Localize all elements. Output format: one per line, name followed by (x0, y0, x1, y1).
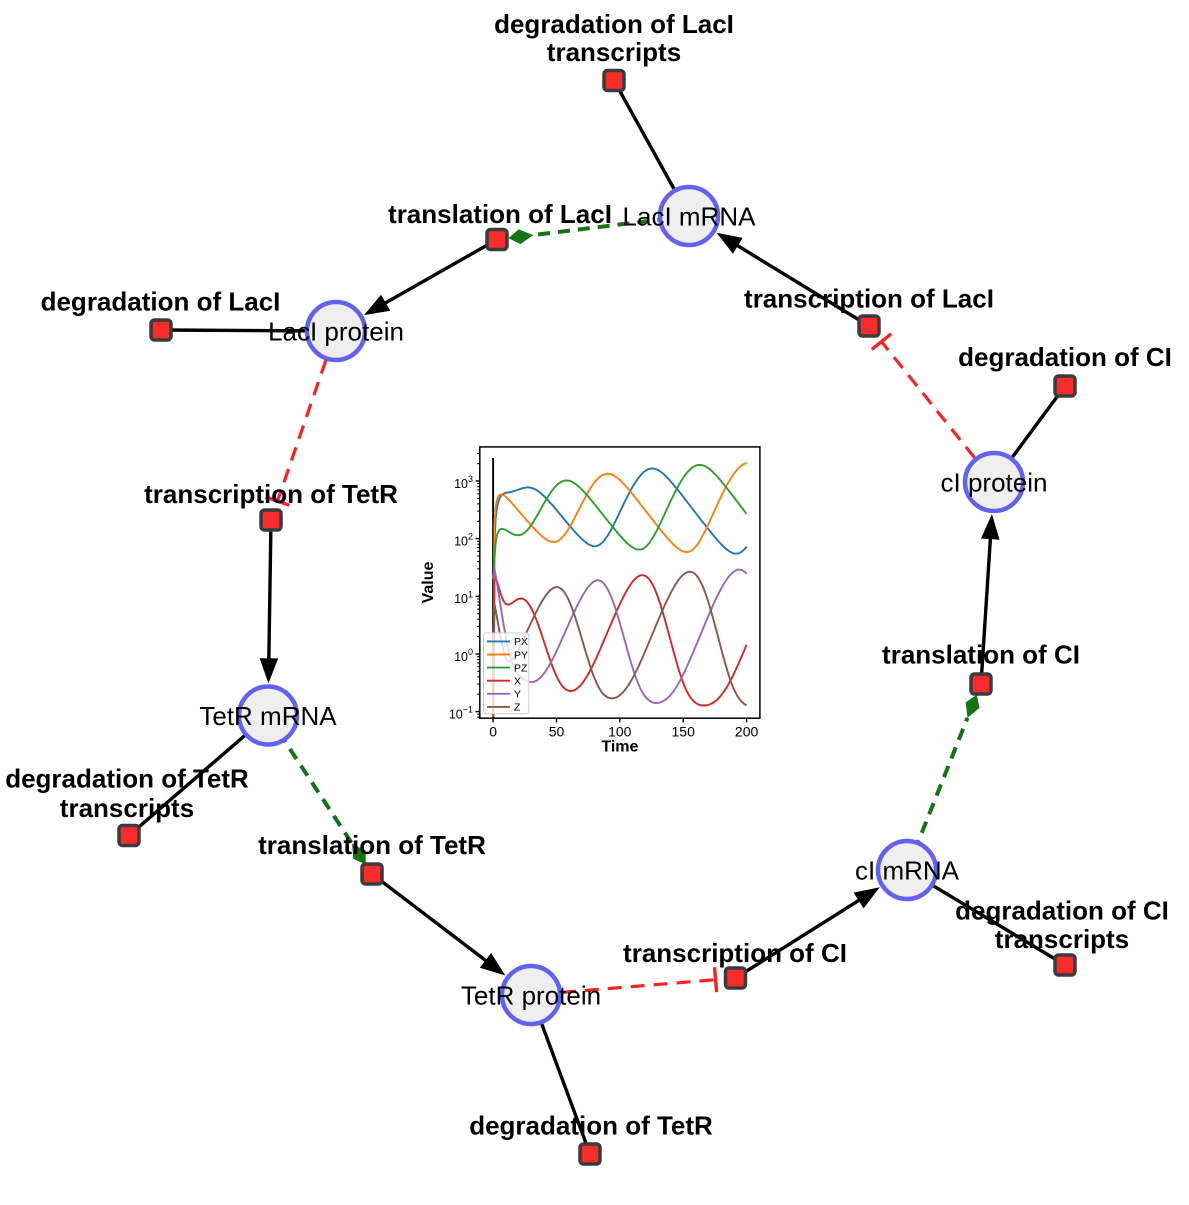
svg-text:200: 200 (735, 724, 759, 740)
svg-text:translation of CI: translation of CI (882, 639, 1080, 669)
svg-text:150: 150 (672, 724, 696, 740)
svg-text:Time: Time (601, 739, 638, 756)
svg-text:degradation of CI: degradation of CI (955, 895, 1169, 925)
svg-text:degradation of TetR: degradation of TetR (5, 764, 249, 794)
svg-text:100: 100 (608, 724, 632, 740)
svg-text:degradation of TetR: degradation of TetR (469, 1110, 713, 1140)
svg-text:transcription of TetR: transcription of TetR (144, 479, 398, 509)
svg-text:TetR protein: TetR protein (461, 981, 601, 1011)
svg-text:PZ: PZ (514, 662, 528, 674)
svg-text:Z: Z (514, 702, 521, 714)
svg-text:cI protein: cI protein (941, 468, 1048, 498)
svg-text:transcripts: transcripts (547, 37, 681, 67)
svg-text:cI mRNA: cI mRNA (855, 856, 960, 886)
svg-text:Y: Y (514, 689, 521, 701)
svg-text:X: X (514, 676, 521, 688)
svg-text:translation of LacI: translation of LacI (388, 199, 612, 229)
svg-text:transcription of LacI: transcription of LacI (744, 284, 994, 314)
svg-text:degradation of LacI: degradation of LacI (494, 9, 734, 39)
svg-text:degradation of CI: degradation of CI (958, 342, 1172, 372)
svg-text:transcripts: transcripts (995, 924, 1129, 954)
svg-text:PY: PY (514, 649, 528, 661)
svg-text:translation of TetR: translation of TetR (258, 830, 486, 860)
svg-text:TetR mRNA: TetR mRNA (199, 701, 337, 731)
svg-text:Value: Value (420, 562, 437, 604)
svg-text:PX: PX (514, 636, 528, 648)
svg-text:50: 50 (549, 724, 565, 740)
svg-text:transcription of CI: transcription of CI (623, 938, 847, 968)
svg-text:LacI mRNA: LacI mRNA (623, 202, 757, 232)
svg-text:0: 0 (489, 724, 497, 740)
svg-text:LacI protein: LacI protein (268, 317, 404, 347)
svg-text:degradation of LacI: degradation of LacI (41, 287, 281, 317)
svg-text:transcripts: transcripts (60, 793, 194, 823)
